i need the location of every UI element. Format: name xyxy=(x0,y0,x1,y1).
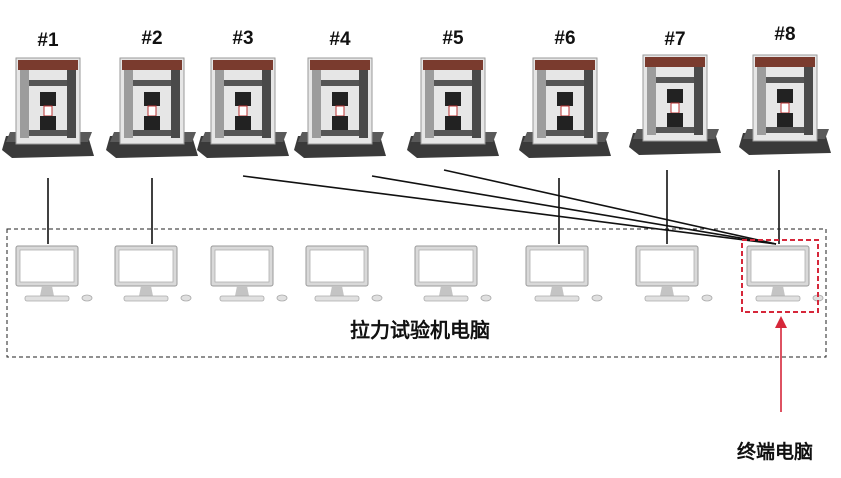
desktop-computer-icon xyxy=(15,245,93,302)
machine-4: #4 xyxy=(293,29,387,159)
desktop-computer-icon xyxy=(525,245,603,302)
tensile-testing-machine-icon xyxy=(196,57,290,159)
machine-label: #1 xyxy=(37,30,59,51)
machine-5: #5 xyxy=(406,28,500,159)
machine-label: #8 xyxy=(774,24,795,45)
tensile-testing-machine-icon xyxy=(628,54,722,156)
tensile-testing-machine-icon xyxy=(406,57,500,159)
machine-label: #2 xyxy=(141,28,162,49)
machines-row: #1 #2 #3 #4 #5 #6 #7 #8 xyxy=(1,24,832,159)
connection-lines xyxy=(47,169,780,245)
tensile-testing-machine-icon xyxy=(293,57,387,159)
machine-6: #6 xyxy=(518,28,612,159)
desktop-computer-icon xyxy=(210,245,288,302)
computers-group-label: 拉力试验机电脑 xyxy=(350,318,490,342)
terminal-computer-icon xyxy=(746,245,824,302)
desktop-computer-icon xyxy=(414,245,492,302)
terminal-highlight-box xyxy=(741,239,819,313)
tensile-testing-machine-icon xyxy=(518,57,612,159)
machine-label: #4 xyxy=(329,29,351,50)
machine-2: #2 xyxy=(105,28,199,159)
machine-8: #8 xyxy=(738,24,832,156)
machine-1: #1 xyxy=(1,30,95,159)
machine-label: #6 xyxy=(554,28,575,49)
tensile-testing-machine-icon xyxy=(1,57,95,159)
desktop-computer-icon xyxy=(635,245,713,302)
terminal-label: 终端电脑 xyxy=(737,440,813,463)
link-m4-terminal xyxy=(371,175,777,245)
machine-3: #3 xyxy=(196,28,290,159)
machine-label: #7 xyxy=(664,29,685,50)
computers-group-box xyxy=(6,228,827,358)
tensile-testing-machine-icon xyxy=(738,54,832,156)
machine-7: #7 xyxy=(628,29,722,156)
machine-label: #3 xyxy=(232,28,253,49)
machine-label: #5 xyxy=(442,28,464,49)
tensile-testing-machine-icon xyxy=(105,57,199,159)
link-m5-terminal xyxy=(443,169,777,245)
computers-row xyxy=(15,245,824,302)
desktop-computer-icon xyxy=(114,245,192,302)
desktop-computer-icon xyxy=(305,245,383,302)
link-m3-terminal xyxy=(242,175,777,245)
arrow-head-icon xyxy=(775,316,787,328)
